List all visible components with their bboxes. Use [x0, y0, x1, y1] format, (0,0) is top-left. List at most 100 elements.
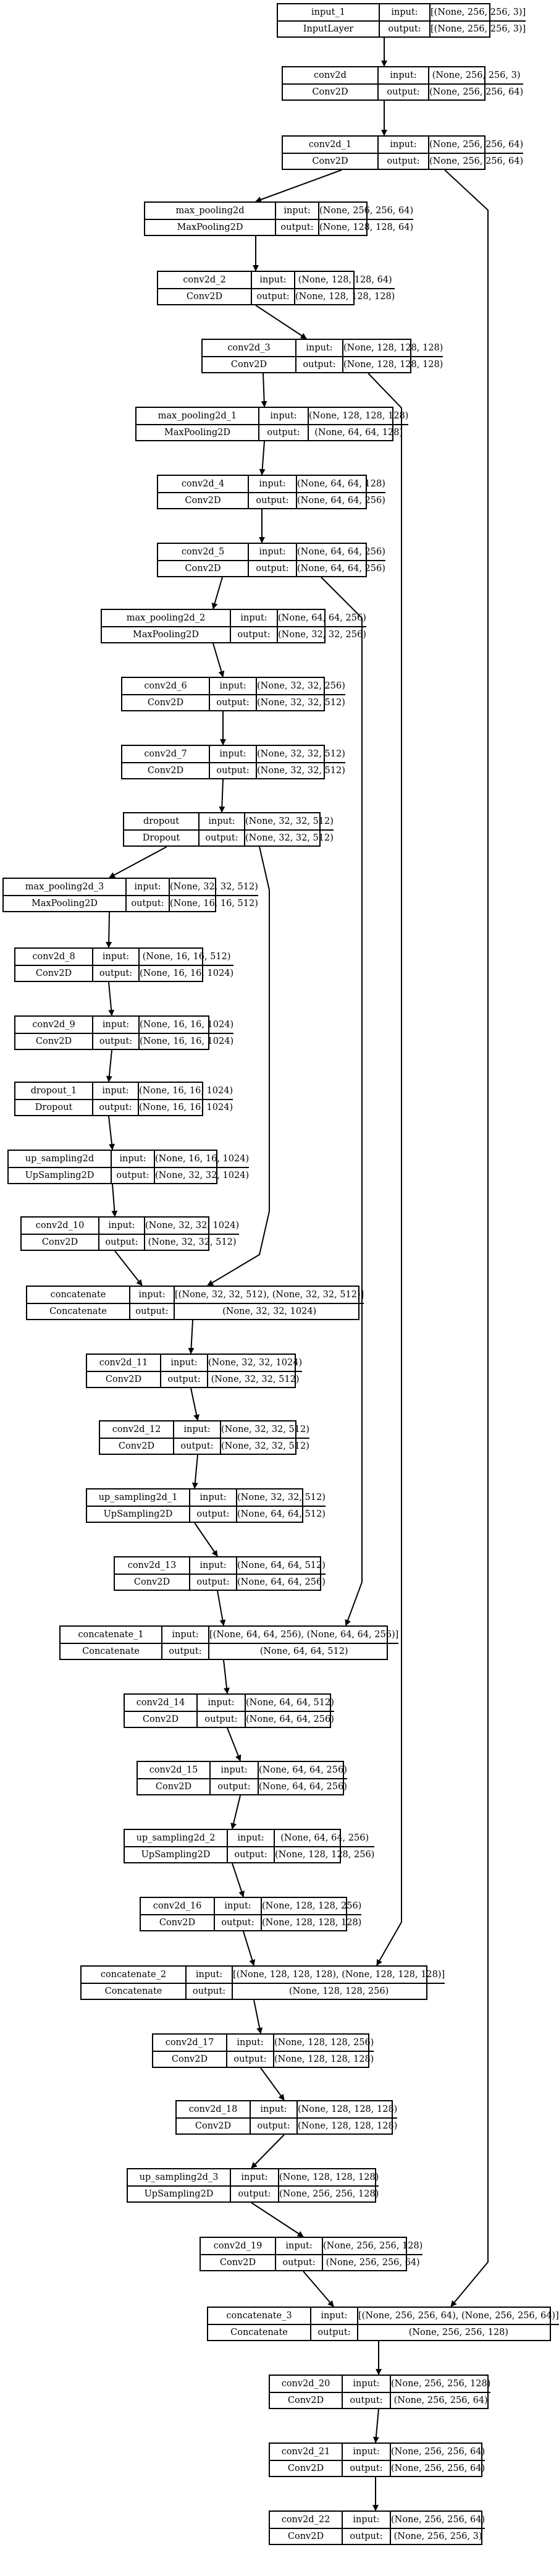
input-shape: (None, 128, 128, 128): [343, 343, 443, 353]
input-shape: (None, 32, 32, 512): [245, 816, 334, 826]
output-label: output:: [227, 2052, 274, 2067]
input-label: input:: [93, 949, 140, 965]
edge-n12-to-n19: [207, 846, 270, 1286]
edge-n21-to-n22: [191, 1454, 198, 1489]
layer-name: conv2d: [283, 67, 379, 83]
input-shape: [(None, 64, 64, 256), (None, 64, 64, 256…: [209, 1630, 399, 1640]
input-label: input:: [343, 2444, 391, 2460]
output-shape: (None, 32, 32, 512): [148, 1237, 237, 1247]
input-shape: (None, 64, 64, 256): [297, 547, 385, 557]
input-label: input:: [210, 678, 257, 694]
output-label: output:: [112, 1168, 155, 1183]
input-shape: (None, 32, 32, 512): [237, 1493, 326, 1502]
output-label: output:: [251, 2119, 298, 2133]
layer-type: Conv2D: [125, 1712, 198, 1727]
layer-type: UpSampling2D: [87, 1507, 190, 1522]
edge-n24-to-n25: [223, 1659, 230, 1694]
edge-n16-to-n17: [108, 1116, 115, 1150]
edge-n23-to-n24: [217, 1590, 226, 1626]
layer-name: conv2d_12: [100, 1421, 174, 1438]
input-label: input:: [251, 2101, 298, 2117]
input-label: input:: [112, 1151, 155, 1167]
input-label: input:: [190, 1557, 237, 1574]
output-shape: (None, 256, 256, 64): [391, 2464, 485, 2473]
layer-name: dropout: [124, 813, 200, 829]
input-label: input:: [174, 1421, 221, 1438]
layer-type: MaxPooling2D: [102, 627, 231, 642]
input-label: input:: [379, 137, 429, 153]
layer-name: conv2d_19: [201, 2238, 276, 2254]
edge-n11-to-n12: [219, 779, 225, 813]
layer-name: concatenate_1: [61, 1627, 162, 1643]
output-label: output:: [161, 1372, 208, 1387]
layer-name: conv2d_5: [158, 544, 249, 560]
layer-type: Dropout: [15, 1100, 93, 1115]
output-shape: (None, 128, 128, 128): [295, 292, 395, 302]
output-shape: (None, 32, 32, 1024): [222, 1307, 317, 1316]
edge-n32-to-n33: [251, 2202, 304, 2237]
output-shape: (None, 16, 16, 1024): [139, 1103, 233, 1112]
output-label: output:: [211, 1779, 259, 1794]
edge-n19-to-n20: [188, 1320, 195, 1354]
layer-type: Conv2D: [15, 1034, 93, 1049]
input-shape: (None, 256, 256, 64): [391, 2515, 485, 2525]
output-label: output:: [93, 1034, 140, 1049]
output-shape: (None, 32, 32, 256): [278, 630, 366, 640]
output-shape: (None, 64, 64, 512): [259, 1646, 348, 1656]
output-label: output:: [93, 1100, 139, 1115]
layer-type: Conv2D: [283, 154, 379, 169]
output-shape: (None, 128, 128, 128): [274, 2054, 374, 2064]
input-shape: (None, 128, 128, 64): [298, 275, 392, 285]
output-label: output:: [249, 493, 297, 508]
layer-type: Conv2D: [100, 1439, 174, 1454]
output-shape: (None, 16, 16, 512): [170, 899, 258, 909]
input-shape: (None, 256, 256, 128): [391, 2379, 491, 2389]
output-label: output:: [130, 1304, 175, 1319]
edge-n6-to-n7: [259, 441, 266, 475]
layer-type: MaxPooling2D: [145, 220, 276, 235]
layer-type: Conv2D: [158, 561, 249, 576]
edge-n8-to-n9: [211, 577, 223, 609]
input-shape: (None, 32, 32, 256): [257, 681, 345, 691]
input-shape: (None, 32, 32, 1024): [145, 1221, 240, 1231]
output-shape: (None, 256, 256, 64): [393, 2396, 488, 2405]
layer-type: Conv2D: [177, 2119, 251, 2133]
output-label: output:: [190, 1507, 237, 1522]
output-label: output:: [99, 1235, 145, 1250]
input-label: input:: [380, 4, 431, 20]
layer-type: MaxPooling2D: [137, 425, 259, 440]
layer-type: Conv2D: [122, 763, 210, 778]
input-label: input:: [231, 2169, 279, 2185]
layer-name: conv2d_2: [158, 272, 252, 288]
output-label: output:: [249, 561, 297, 576]
layer-name: conv2d_7: [122, 746, 210, 762]
